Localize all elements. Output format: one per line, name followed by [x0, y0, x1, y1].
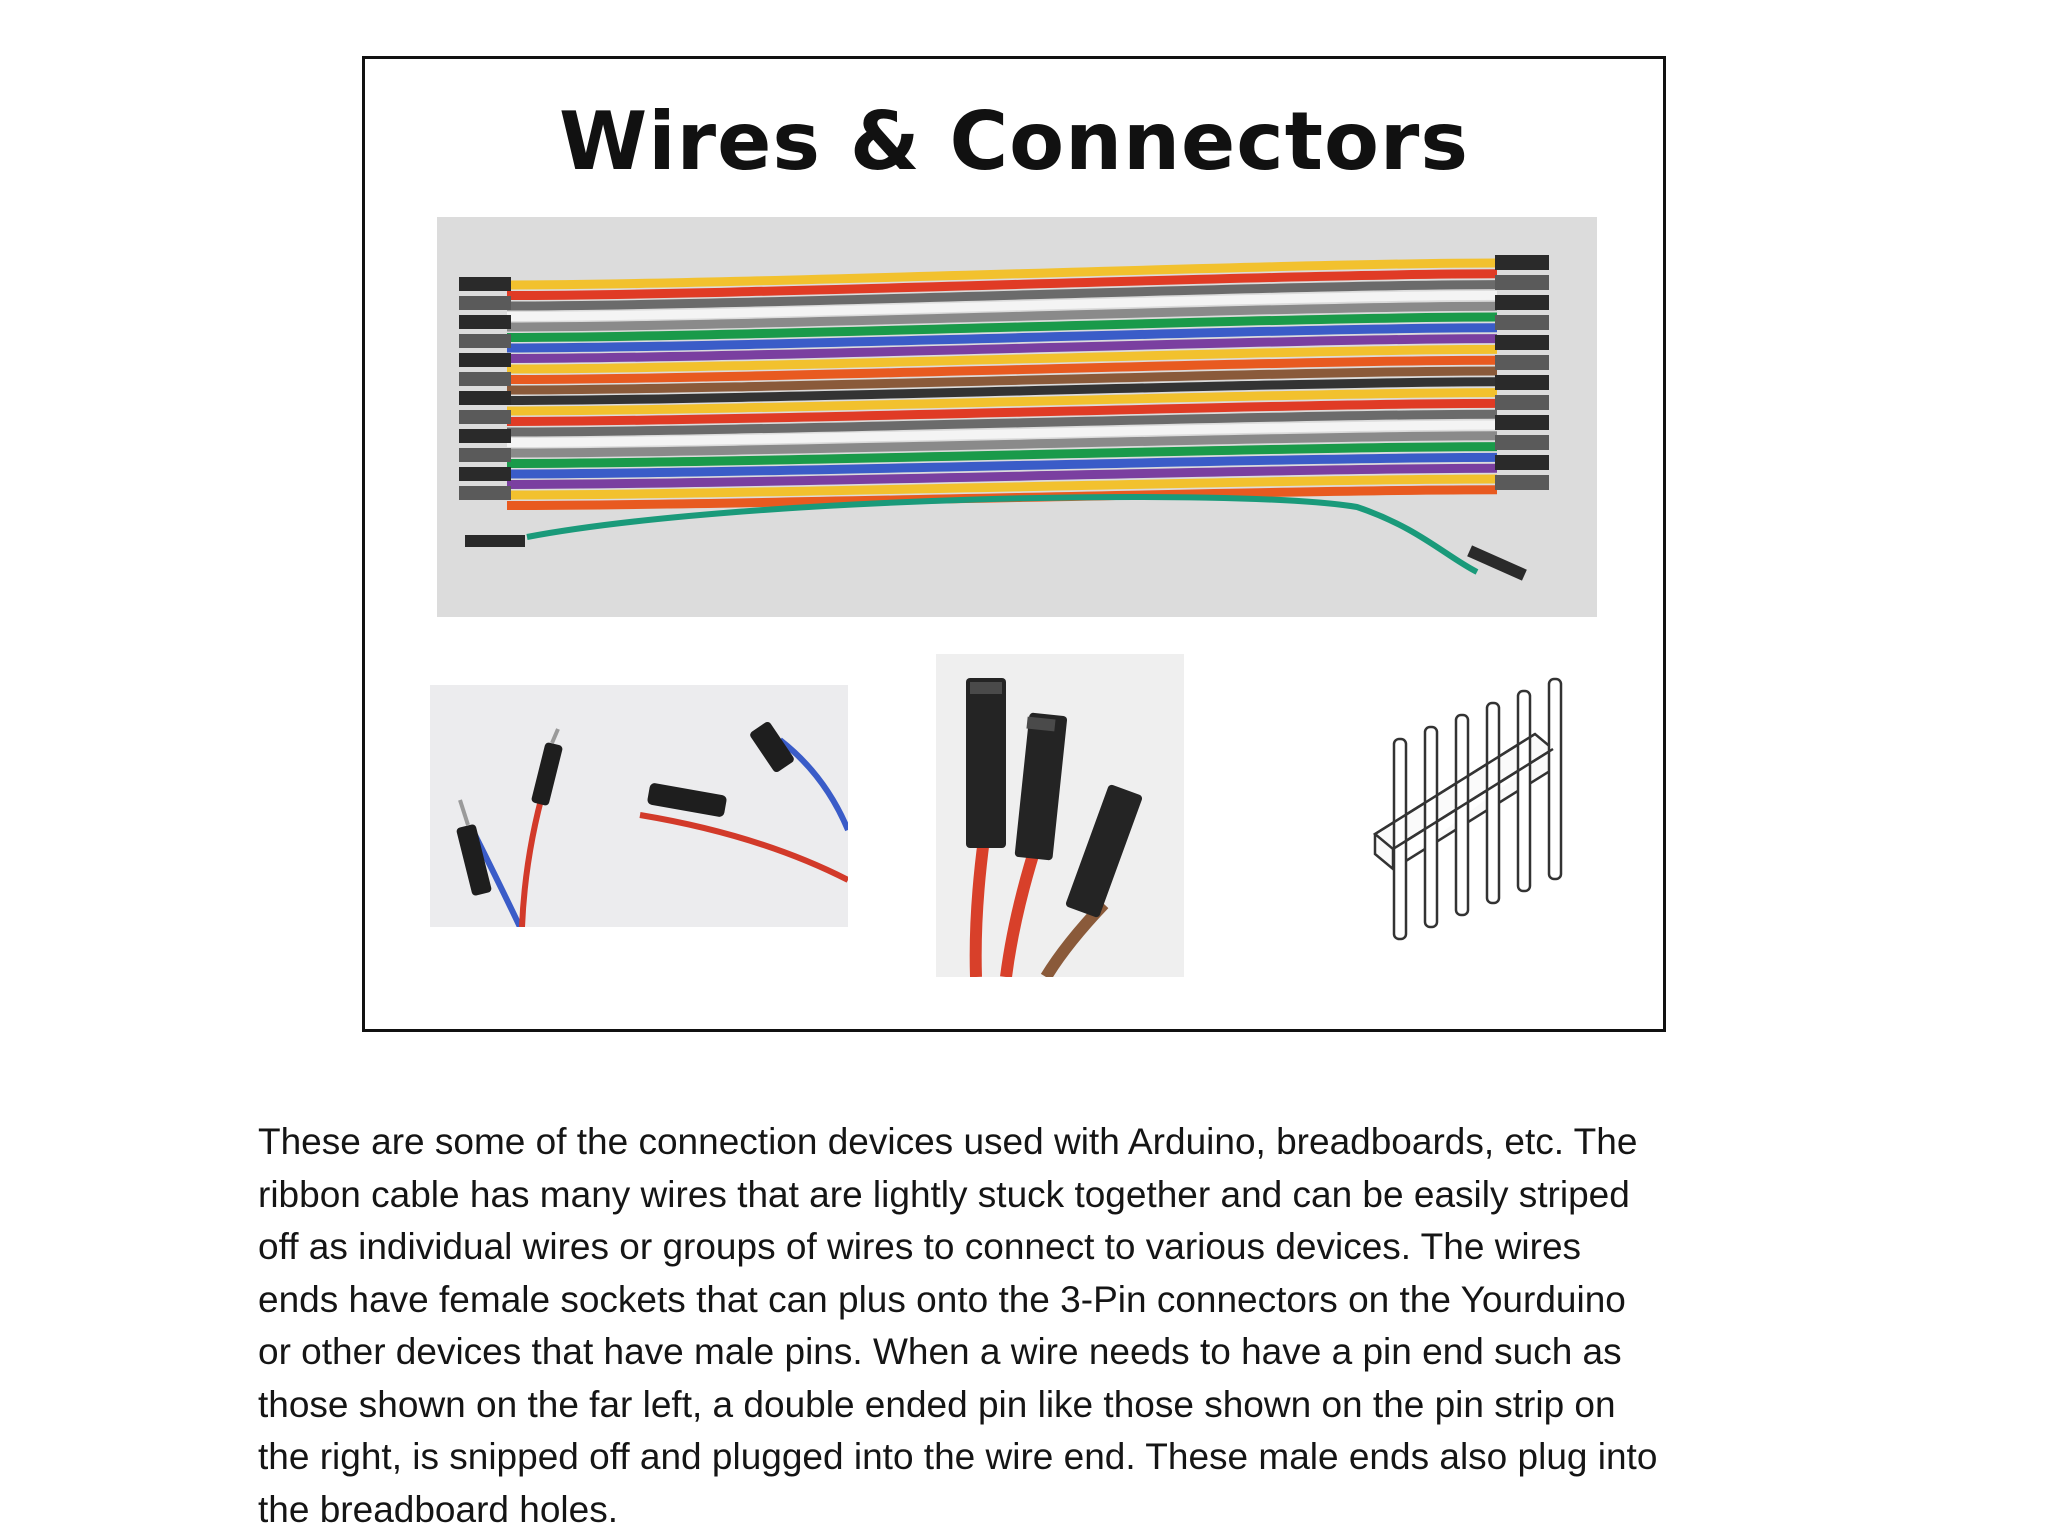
figure-frame: Wires & Connectors [362, 56, 1666, 1032]
male-pin-wires-photo [430, 685, 848, 927]
connector-housing [459, 353, 511, 367]
connector-housing [1495, 275, 1549, 290]
ribbon-wire [506, 344, 1498, 374]
ribbon-wire [506, 442, 1498, 468]
description-paragraph: These are some of the connection devices… [258, 1116, 1818, 1536]
ribbon-wire [506, 431, 1498, 458]
ribbon-wire [506, 377, 1498, 405]
connector-housing [1495, 355, 1549, 370]
ribbon-wire [506, 301, 1498, 332]
ribbon-wire [506, 409, 1498, 437]
ribbon-wire [506, 463, 1498, 489]
description-line: those shown on the far left, a double en… [258, 1383, 1616, 1425]
loose-wire [526, 494, 1479, 575]
connector-housing [459, 429, 511, 443]
description-line: the right, is snipped off and plugged in… [258, 1436, 1658, 1477]
connector-housing [1495, 475, 1549, 490]
female-socket-wires-drawing [966, 678, 1143, 977]
connector-housing [1467, 545, 1527, 581]
connector-housing [459, 486, 511, 500]
pin-header-strip-drawing [1335, 639, 1585, 969]
description-line: off as individual wires or groups of wir… [258, 1226, 1582, 1267]
header-pin [1423, 725, 1439, 929]
connector-housing [1495, 375, 1549, 390]
header-pin [1547, 677, 1563, 881]
connector-housing [459, 277, 511, 291]
pin-header-strip-svg [1372, 677, 1563, 941]
connector-housing [1495, 435, 1549, 450]
header-pin [1516, 689, 1532, 893]
header-pin [1485, 701, 1501, 905]
connector-housing [1495, 395, 1549, 410]
ribbon-wire [506, 355, 1498, 384]
connector-housing [459, 448, 511, 462]
connector-housing [1495, 255, 1549, 270]
description-line: or other devices that have male pins. Wh… [258, 1331, 1622, 1372]
ribbon-wire [506, 398, 1498, 426]
description-line: the breadboard holes. [258, 1488, 618, 1530]
male-pin-wires-drawing [456, 721, 848, 927]
ribbon-wire [506, 420, 1498, 447]
ribbon-wire [506, 366, 1498, 395]
connector-housing [1495, 335, 1549, 350]
connector-housing [1495, 315, 1549, 330]
header-edge [1374, 732, 1554, 851]
figure-title: Wires & Connectors [559, 95, 1469, 188]
female-socket-wires-photo [936, 654, 1184, 977]
ribbon-wire [506, 323, 1498, 353]
ribbon-wire [506, 258, 1498, 290]
connector-housing [465, 535, 525, 547]
connector-housing [1495, 295, 1549, 310]
connector-housing [459, 296, 511, 310]
connector-housing [459, 467, 511, 481]
ribbon-wire [506, 388, 1498, 416]
ribbon-wire [506, 474, 1498, 500]
description-line: ends have female sockets that can plus o… [258, 1278, 1626, 1320]
description-line: These are some of the connection devices… [258, 1121, 1638, 1162]
description-line: ribbon cable has many wires that are lig… [258, 1173, 1630, 1215]
ribbon-wire [506, 452, 1498, 479]
ribbon-wire [506, 280, 1498, 311]
connector-housing [1495, 415, 1549, 430]
connector-housing [459, 315, 511, 329]
ribbon-cable-drawing [459, 255, 1549, 581]
ribbon-wire [506, 312, 1498, 342]
ribbon-wire [506, 290, 1498, 321]
connector-housing [459, 372, 511, 386]
header-pin [1454, 713, 1470, 917]
ribbon-cable-photo [437, 217, 1597, 617]
ribbon-wire [506, 334, 1498, 363]
ribbon-wire [506, 269, 1498, 300]
connector-housing [1495, 455, 1549, 470]
connector-housing [459, 334, 511, 348]
connector-housing [459, 391, 511, 405]
header-pin [1392, 737, 1408, 941]
connector-housing [459, 410, 511, 424]
